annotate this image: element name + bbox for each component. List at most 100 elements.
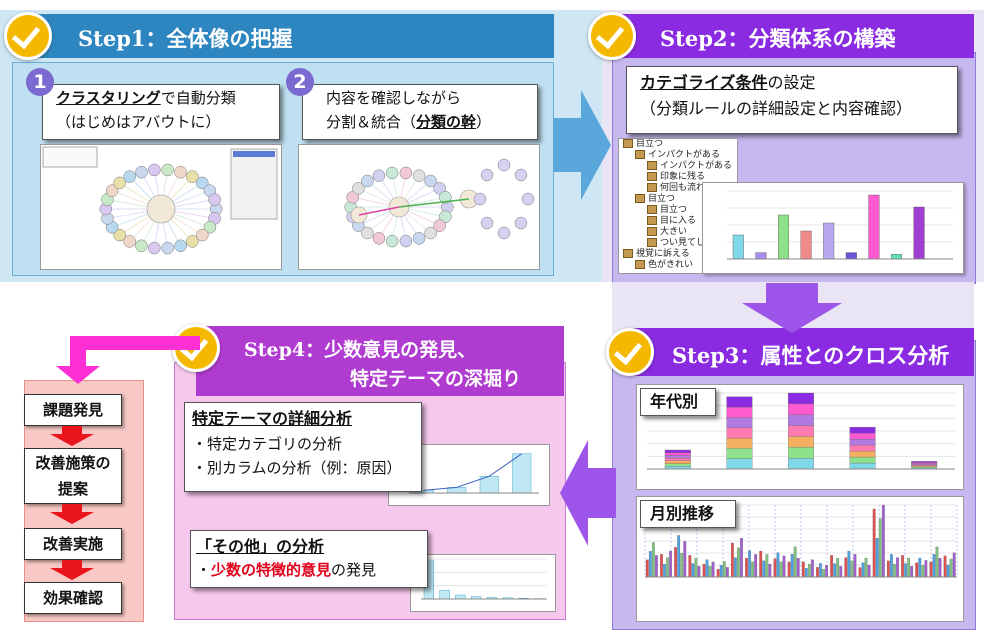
- category-bar: [732, 234, 744, 260]
- step1-number-1: 1: [26, 68, 54, 96]
- monthly-bar: [645, 559, 649, 578]
- other-bar: [455, 594, 466, 600]
- monthly-bar: [875, 538, 879, 578]
- monthly-bar: [651, 542, 655, 578]
- other-bar-chart: [421, 558, 547, 600]
- tree-item-label: 目立つ: [636, 139, 664, 149]
- tree-item[interactable]: 目立つ: [619, 205, 737, 216]
- tree-item[interactable]: 目に入る: [619, 216, 737, 227]
- tree-item[interactable]: 大きい: [619, 227, 737, 238]
- monthly-bar: [708, 566, 712, 578]
- node: [186, 235, 199, 248]
- monthly-bar: [660, 554, 663, 578]
- node: [135, 239, 148, 253]
- step4-title-line1: Step4：少数意見の発見、: [244, 339, 477, 361]
- monthly-bar: [918, 557, 922, 578]
- age-bar-segment: [911, 463, 938, 465]
- monthly-bar: [782, 555, 786, 578]
- node: [105, 184, 119, 197]
- tree-item[interactable]: インパクトがある: [619, 161, 737, 172]
- age-bar-segment: [911, 465, 938, 467]
- category-bar: [777, 214, 789, 260]
- monthly-bar: [730, 542, 734, 578]
- monthly-bar: [677, 535, 681, 578]
- tree-item-label: 何回も流れる: [660, 183, 715, 193]
- tree-item[interactable]: つい見てしまう: [619, 238, 737, 249]
- node: [521, 192, 535, 206]
- tree-item[interactable]: 印象に残る: [619, 172, 737, 183]
- monthly-bar: [929, 561, 933, 578]
- age-bar-segment: [788, 414, 814, 426]
- node: [480, 168, 494, 182]
- tree-item[interactable]: 何回も流れる: [619, 183, 737, 194]
- node: [372, 169, 386, 182]
- monthly-bar: [949, 558, 953, 578]
- step2-condition-box: [626, 66, 958, 134]
- node: [161, 241, 174, 255]
- category-bar: [755, 252, 767, 260]
- node: [514, 168, 528, 182]
- age-bar-segment: [911, 464, 938, 466]
- node: [148, 241, 161, 255]
- step1-item2-pre: 分割＆統合（: [326, 113, 417, 131]
- monthly-bar: [861, 562, 865, 578]
- node: [497, 158, 511, 172]
- node: [412, 169, 426, 182]
- node: [385, 166, 399, 180]
- monthly-bar: [801, 561, 805, 578]
- tree-item[interactable]: 目立つ: [619, 139, 737, 150]
- age-bar-segment: [664, 457, 691, 462]
- folder-icon: [647, 172, 657, 181]
- tree-item[interactable]: 色がきれい: [619, 260, 737, 271]
- arrow-step4-to-flow: [56, 336, 200, 384]
- monthly-bar: [847, 550, 851, 578]
- node: [473, 192, 487, 206]
- monthly-bar: [839, 566, 843, 578]
- monthly-label-box: [640, 500, 736, 528]
- monthly-bar: [901, 555, 904, 578]
- step2-banner: [612, 14, 974, 58]
- theme-trend-line: [424, 453, 523, 491]
- node: [123, 235, 136, 248]
- node: [385, 234, 399, 248]
- age-bar-segment: [788, 436, 814, 448]
- age-bar-segment: [911, 461, 938, 463]
- step1-item2-line2: 分割＆統合（分類の幹）: [326, 112, 491, 133]
- node: [399, 166, 413, 180]
- monthly-bar: [893, 563, 896, 578]
- flow-arrow-3: [50, 560, 94, 580]
- monthly-bar: [924, 560, 928, 578]
- node: [113, 176, 126, 190]
- node: [123, 170, 136, 183]
- age-bar-segment: [849, 462, 876, 470]
- folder-icon: [635, 150, 645, 159]
- age-bar-segment: [788, 447, 814, 459]
- age-bar-segment: [726, 448, 753, 459]
- monthly-bar: [952, 552, 956, 578]
- monthly-bar: [904, 563, 907, 578]
- age-label-box: [640, 388, 716, 416]
- age-bar-segment: [849, 427, 876, 434]
- monthly-bar: [796, 557, 800, 578]
- category-bar: [823, 222, 835, 260]
- folder-icon: [623, 249, 633, 258]
- age-bar-segment: [849, 444, 876, 452]
- monthly-bar: [716, 569, 720, 578]
- tree-item[interactable]: 目立つ: [619, 194, 737, 205]
- tree-item-label: つい見てしまう: [660, 238, 724, 248]
- node: [372, 232, 386, 245]
- monthly-bar: [830, 555, 834, 578]
- monthly-bar: [943, 555, 947, 578]
- step1-number-2: 2: [286, 68, 314, 96]
- monthly-bar: [722, 561, 726, 578]
- node: [135, 165, 148, 179]
- tree-item[interactable]: インパクトがある: [619, 150, 737, 161]
- tree-item[interactable]: 視覚に訴える: [619, 249, 737, 260]
- cluster-network-2: [344, 158, 535, 248]
- tree-item-label: 大きい: [660, 227, 688, 237]
- node: [196, 176, 209, 190]
- category-bar-chart: [702, 182, 964, 274]
- monthly-bar: [748, 550, 751, 578]
- step2-rest: の設定: [767, 73, 816, 92]
- step1-item2-line1: 内容を確認しながら: [326, 89, 462, 107]
